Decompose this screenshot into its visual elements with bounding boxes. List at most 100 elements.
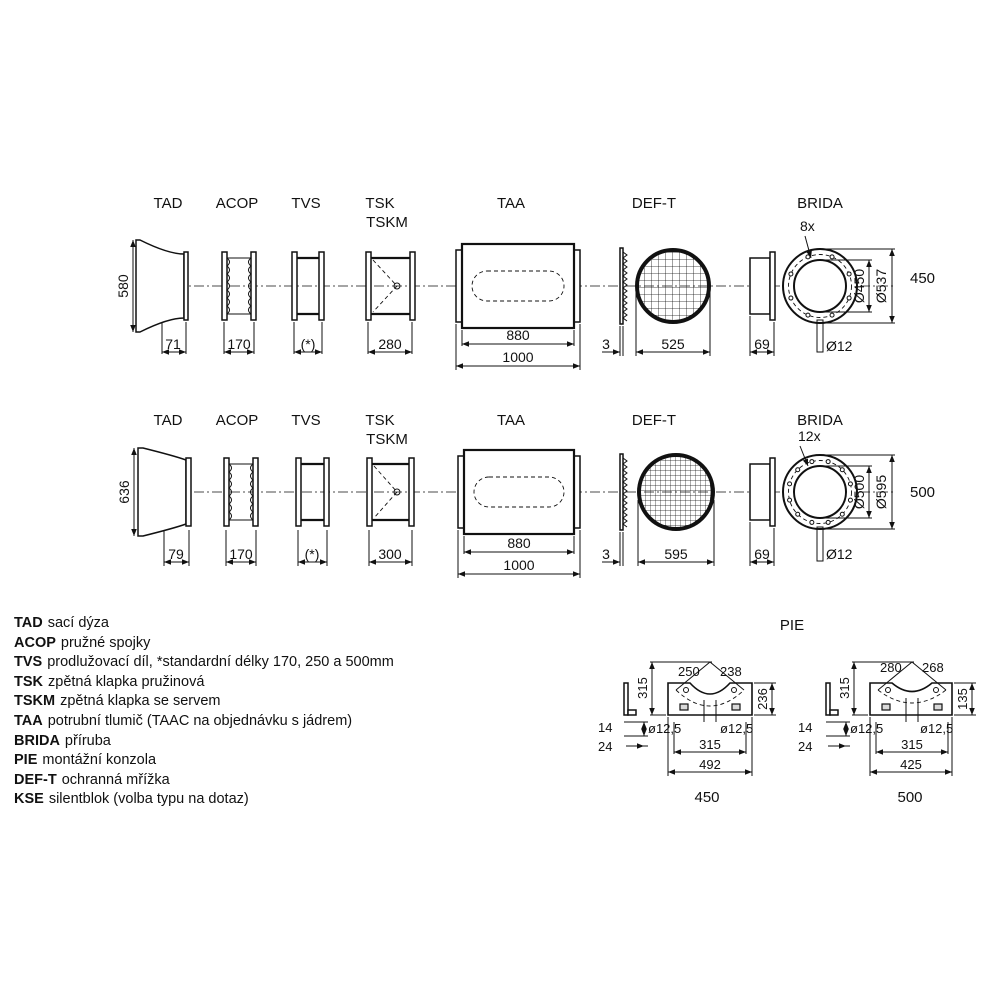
size-label: 500 [910, 484, 935, 501]
dim-flange-width: 69 [754, 546, 770, 562]
dim-height: 580 [115, 274, 131, 298]
dim-deft-thickness: 3 [602, 336, 610, 352]
pie-height: 315 [837, 677, 852, 699]
dim-taa-inner: 880 [507, 535, 531, 551]
legend-code: TVS [14, 654, 43, 671]
bolt-hole [847, 481, 853, 487]
dim-diam-outer: Ø537 [873, 269, 889, 303]
bolt-hole [809, 459, 815, 465]
pie-size: 450 [694, 789, 719, 806]
tvs-extension [291, 251, 325, 321]
bolt-hole [805, 254, 811, 260]
deft-grille-side [619, 453, 628, 531]
dim-tad: 71 [165, 336, 181, 352]
bolt-hole [787, 481, 793, 487]
bolt-hole [795, 467, 801, 473]
pie-bracket-450: 14 24 315 250 238 236 ø12,5 ø12,5 315 49… [598, 661, 776, 806]
acop-connector [221, 251, 257, 321]
legend-text: silentblok (volba typu na dotaz) [48, 791, 249, 808]
label-tad: TAD [154, 195, 183, 212]
dim-flange-width: 69 [754, 336, 770, 352]
pie-hole-right: ø12,5 [920, 721, 953, 736]
label-taa: TAA [497, 412, 525, 429]
size-label: 450 [910, 270, 935, 287]
pie-width: 425 [900, 757, 922, 772]
bolt-hole [829, 312, 835, 318]
deft-grille-front [635, 248, 711, 324]
bolt-hole [847, 497, 853, 503]
bolt-hole [809, 519, 815, 525]
pie-hole-right: ø12,5 [720, 721, 753, 736]
pie-r1: 280 [880, 660, 902, 675]
legend-text: prodlužovací díl, *standardní délky 170,… [47, 654, 394, 671]
pie-side: 236 [755, 688, 770, 710]
flange-side [749, 251, 776, 321]
brida-holes: 8x [800, 218, 815, 234]
dim-taa-outer: 1000 [502, 349, 533, 365]
assembly-row-500: TAD ACOP TVS TSK TSKM TAA DEF-T BRIDA 63… [116, 412, 935, 578]
flange-front [782, 248, 858, 353]
bolt-hole [825, 519, 831, 525]
pie-spacing: 315 [901, 737, 923, 752]
label-deft: DEF-T [632, 412, 676, 429]
pie-r2: 268 [922, 660, 944, 675]
legend-code: KSE [14, 791, 44, 808]
legend-code: TAD [14, 615, 43, 631]
pie-r2: 238 [720, 664, 742, 679]
taa-silencer [457, 448, 581, 536]
bolt-hole [825, 459, 831, 465]
dim-tsk: 300 [378, 546, 402, 562]
bolt-hole [846, 295, 852, 301]
pie-spacing: 315 [699, 737, 721, 752]
pie-width: 492 [699, 757, 721, 772]
dim-bolt: Ø12 [826, 546, 853, 562]
pie-title: PIE [780, 617, 804, 634]
dim-deft-thickness: 3 [602, 546, 610, 562]
dim-deft-diameter: 595 [664, 546, 688, 562]
dim-acop: 170 [229, 546, 253, 562]
label-brida: BRIDA [797, 195, 843, 212]
tvs-extension [295, 457, 330, 527]
pie-dim-14: 14 [798, 720, 812, 735]
dim-bolt: Ø12 [826, 338, 853, 354]
dim-taa-inner: 880 [506, 327, 530, 343]
label-acop: ACOP [216, 195, 259, 212]
dim-height: 636 [116, 480, 132, 504]
legend-text: sací dýza [47, 615, 109, 631]
label-brida: BRIDA [797, 412, 843, 429]
deft-grille-front [637, 453, 715, 531]
tsk-check-valve [365, 251, 416, 321]
tad-nozzle [135, 239, 189, 333]
legend-text: montážní konzola [42, 752, 157, 769]
deft-grille-side [619, 247, 628, 325]
bolt-hole [788, 271, 794, 277]
pie-hole-left: ø12,5 [648, 721, 681, 736]
dim-diam-inner: Ø450 [851, 269, 867, 303]
bolt-hole [805, 312, 811, 318]
label-tsk: TSK [365, 195, 394, 212]
brida-holes: 12x [798, 428, 821, 444]
legend-code: BRIDA [14, 732, 60, 749]
legend-text: příruba [64, 732, 111, 749]
legend-code: ACOP [14, 634, 56, 651]
acop-connector [223, 457, 259, 527]
legend-code: TAA [14, 712, 43, 729]
legend-code: TSKM [14, 693, 56, 710]
dim-tad: 79 [168, 546, 184, 562]
pie-height: 315 [635, 677, 650, 699]
label-deft: DEF-T [632, 195, 676, 212]
pie-dim-24: 24 [798, 739, 812, 754]
dim-taa-outer: 1000 [503, 557, 534, 573]
bolt-hole [787, 497, 793, 503]
legend-code: PIE [14, 752, 38, 769]
